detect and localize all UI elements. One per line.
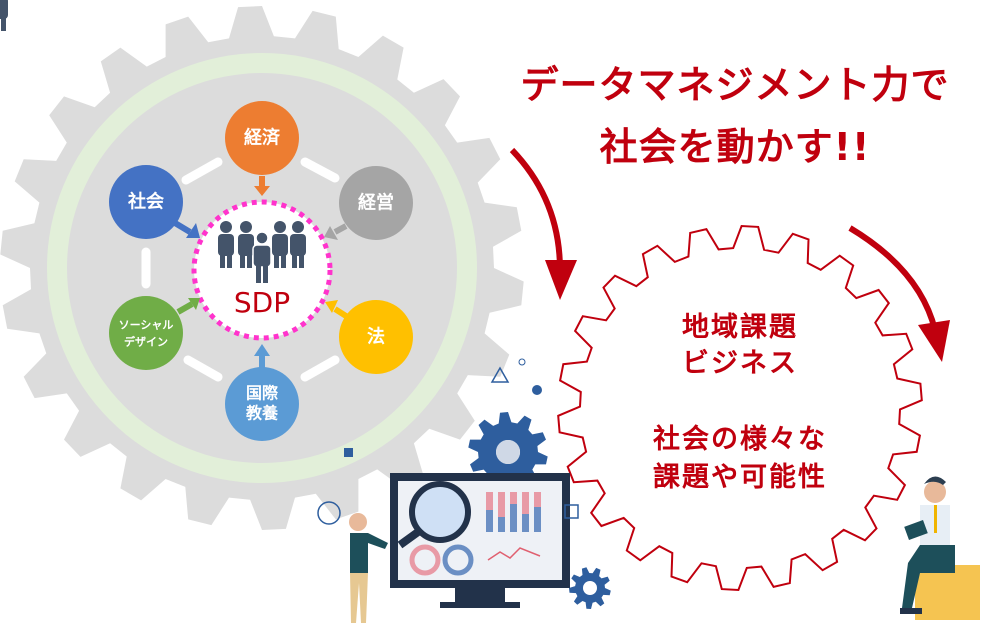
gear-text-4: 課題や可能性 [653,461,827,493]
node-society: 社会 [109,165,183,239]
people-icon [0,0,306,283]
businessman-illustration [900,476,980,620]
svg-text:社会: 社会 [128,191,164,213]
analyst-illustration [317,358,611,623]
svg-text:法: 法 [367,326,385,348]
svg-text:デザイン: デザイン [124,335,168,349]
red-gear-outline [557,224,923,592]
node-management: 経営 [339,166,413,240]
arrows [173,176,348,370]
svg-text:経済: 経済 [244,127,281,149]
red-arrow-right [848,225,950,362]
blue-gear-icon [468,412,548,492]
gear-text-3: 社会の様々な [653,423,827,455]
connectors [141,157,340,382]
gear-text-1: 地域課題 [682,311,798,343]
svg-text:経営: 経営 [358,192,394,214]
node-law: 法 [339,300,413,374]
red-arrow-left [509,147,577,300]
headline-line2: 社会を動かす!! [600,125,871,169]
node-economy: 経済 [225,101,299,175]
sdp-label: SDP [234,286,290,319]
headline-line1: データマネジメント力で [520,63,949,107]
gear-text-2: ビジネス [682,348,798,379]
svg-text:教養: 教養 [246,404,278,423]
svg-text:ソーシャル: ソーシャル [119,319,174,332]
svg-text:国際: 国際 [246,384,279,403]
magnifier-icon [409,481,471,543]
